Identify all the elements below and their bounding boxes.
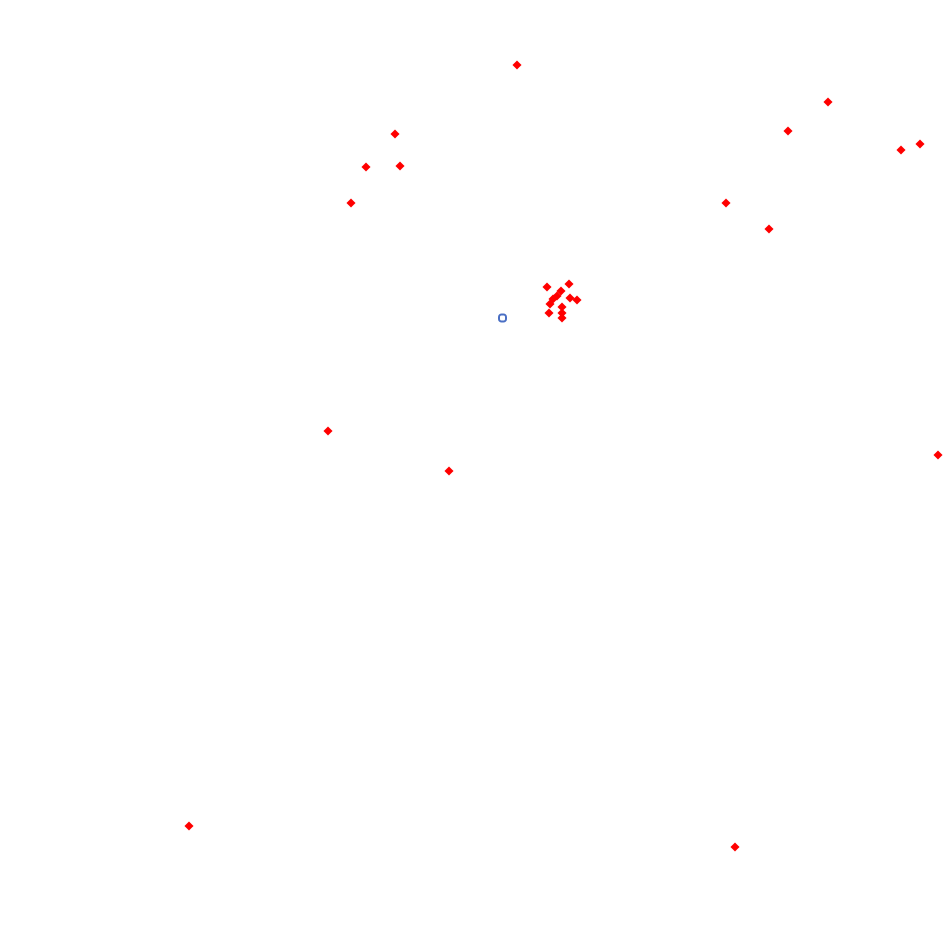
origin-layer (498, 313, 507, 323)
red-diamond-marker (730, 842, 740, 852)
blue-ring-marker (498, 313, 507, 323)
